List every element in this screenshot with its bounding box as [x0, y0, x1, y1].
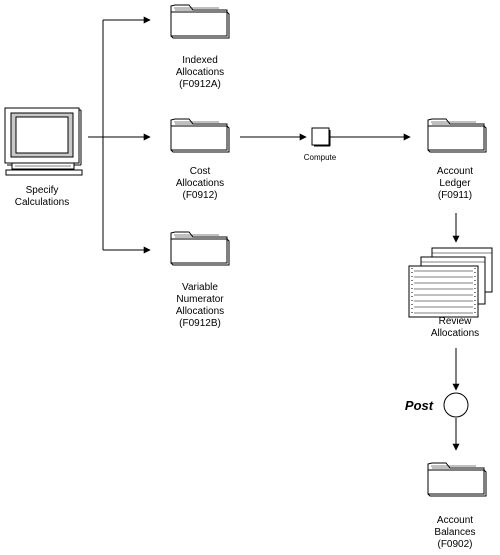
label-account-balances: Account Balances (F0902) [410, 515, 500, 551]
label-line: (F0912) [182, 190, 218, 201]
label-line: Numerator [176, 294, 224, 305]
label-line: Balances [434, 527, 476, 538]
label-line: (F0911) [437, 190, 473, 201]
label-line: Review [438, 316, 472, 327]
label-review-allocations: Review Allocations [410, 316, 500, 340]
label-line: (F0902) [437, 539, 473, 550]
label-line: Indexed [182, 55, 218, 66]
label-indexed-allocations: Indexed Allocations (F0912A) [155, 55, 245, 91]
label-line: Post [404, 398, 434, 413]
folder-icon [170, 4, 230, 39]
label-cost-allocations: Cost Allocations (F0912) [155, 166, 245, 202]
folder-icon [170, 231, 230, 266]
label-line: Cost [189, 166, 211, 177]
folder-icon [427, 118, 487, 153]
process-box-icon [311, 127, 331, 147]
label-line: Allocations [175, 306, 225, 317]
label-line: Specify [25, 185, 59, 196]
label-line: Allocations [430, 328, 480, 339]
label-line: Allocations [175, 178, 225, 189]
label-line: Variable [182, 282, 218, 293]
label-line: (F0912A) [179, 79, 221, 90]
label-compute: Compute [290, 153, 350, 163]
label-line: Ledger [439, 178, 471, 189]
label-line: Calculations [14, 197, 70, 208]
connectors [88, 16, 460, 451]
label-line: Allocations [175, 67, 225, 78]
label-line: Account [436, 515, 474, 526]
label-post: Post [398, 398, 440, 413]
label-line: (F0912B) [179, 318, 221, 329]
folder-icon [427, 462, 487, 497]
label-line: Account [436, 166, 474, 177]
label-variable-numerator-allocations: Variable Numerator Allocations (F0912B) [155, 282, 245, 330]
report-stack-icon [408, 247, 493, 318]
label-line: Compute [303, 153, 337, 162]
folder-icon [170, 118, 230, 153]
label-specify-calculations: Specify Calculations [0, 185, 84, 209]
label-account-ledger: Account Ledger (F0911) [410, 166, 500, 202]
process-circle-icon [443, 392, 469, 418]
computer-monitor-icon [4, 107, 83, 176]
